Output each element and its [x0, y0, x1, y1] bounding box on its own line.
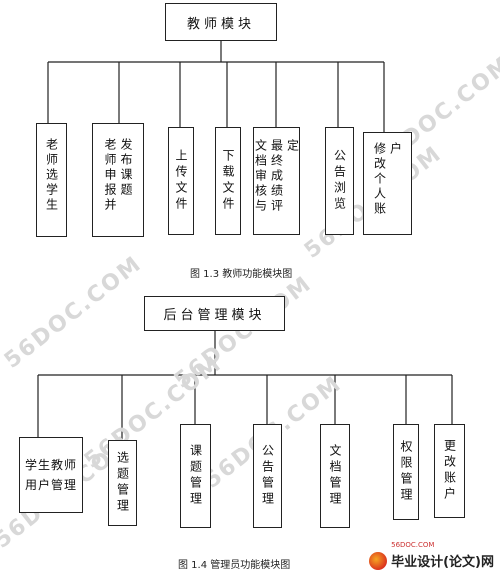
logo-small-text: 56DOC.COM [391, 541, 435, 549]
site-logo: 56DOC.COM 毕业设计(论文)网 [369, 541, 494, 570]
node-label: 学生教师用户管理 [24, 458, 77, 492]
teacher-node-document-review: 文档审核与最终成绩评定 [253, 127, 300, 235]
teacher-node-upload-file: 上传文件 [168, 127, 194, 235]
admin-node-change-account: 更改账户 [434, 424, 465, 518]
teacher-node-download-file: 下载文件 [215, 127, 241, 235]
node-label: 老师申报并发布课题 [103, 138, 133, 213]
node-label: 公告管理 [260, 444, 275, 508]
teacher-node-publish-topic: 老师申报并发布课题 [92, 123, 144, 237]
figure-caption-1: 图 1.3 教师功能模块图 [190, 269, 293, 280]
node-label: 文档审核与最终成绩评定 [253, 139, 300, 214]
teacher-node-edit-account: 修改个人账户 [363, 132, 412, 235]
node-label: 文档管理 [328, 444, 342, 508]
node-label: 下载文件 [221, 149, 235, 213]
logo-text: 毕业设计(论文)网 [391, 555, 494, 570]
node-label: 上传文件 [174, 149, 188, 213]
node-label: 课题管理 [188, 444, 203, 508]
admin-node-permission-management: 权限管理 [393, 424, 419, 520]
node-label: 权限管理 [399, 440, 413, 504]
teacher-node-select-students: 老师选学生 [36, 123, 67, 237]
admin-node-user-management: 学生教师用户管理 [19, 437, 83, 513]
admin-node-announcement-management: 公告管理 [253, 424, 282, 528]
node-label: 老师选学生 [44, 138, 59, 213]
node-label: 更改账户 [442, 439, 457, 503]
teacher-module-root: 教师模块 [165, 3, 277, 41]
logo-icon [369, 551, 388, 570]
node-label: 选题管理 [115, 451, 130, 515]
admin-node-topic-selection: 选题管理 [108, 440, 137, 526]
admin-node-project-management: 课题管理 [180, 424, 211, 528]
node-label: 修改个人账户 [372, 141, 403, 217]
figure-caption-2: 图 1.4 管理员功能模块图 [178, 560, 291, 571]
admin-node-document-management: 文档管理 [320, 424, 350, 528]
admin-module-root: 后台管理模块 [144, 296, 285, 331]
node-label: 公告浏览 [332, 149, 347, 213]
teacher-node-announcements: 公告浏览 [325, 127, 354, 235]
